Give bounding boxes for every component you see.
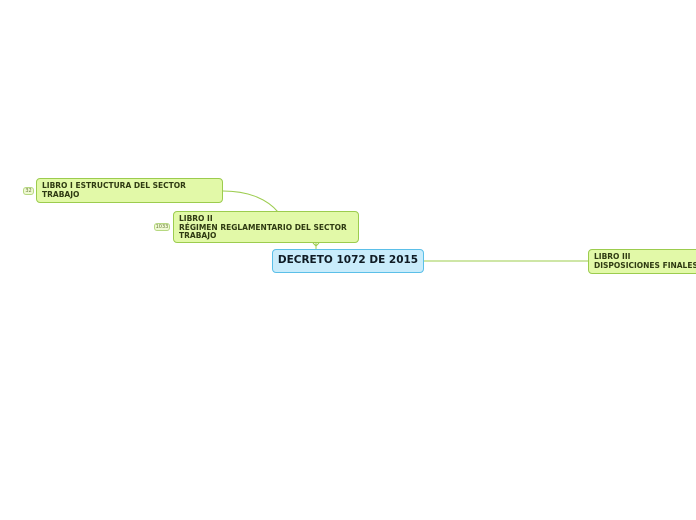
central-topic[interactable]: DECRETO 1072 DE 2015 bbox=[272, 249, 424, 273]
collapse-marker-icon[interactable] bbox=[312, 242, 320, 247]
topic-libro-ii-line-3: TRABAJO bbox=[179, 231, 217, 240]
subtopic-count-badge-libro-i[interactable]: 32 bbox=[23, 187, 34, 195]
topic-libro-iii-line-1: LIBRO III bbox=[594, 252, 631, 261]
topic-libro-ii[interactable]: LIBRO II RÉGIMEN REGLAMENTARIO DEL SECTO… bbox=[173, 211, 359, 243]
topic-libro-ii-line-2: RÉGIMEN REGLAMENTARIO DEL SECTOR bbox=[179, 222, 347, 232]
topic-libro-iii[interactable]: LIBRO III DISPOSICIONES FINALES bbox=[588, 249, 696, 274]
subtopic-count-badge-libro-ii[interactable]: 1033 bbox=[154, 223, 170, 231]
connector-libro-i bbox=[222, 190, 279, 213]
topic-libro-i-line-2: TRABAJO bbox=[42, 189, 80, 199]
topic-libro-i-line-1: LIBRO I ESTRUCTURA DEL SECTOR bbox=[42, 181, 186, 190]
topic-libro-iii-line-2: DISPOSICIONES FINALES bbox=[594, 260, 696, 270]
topic-libro-i[interactable]: LIBRO I ESTRUCTURA DEL SECTOR TRABAJO bbox=[36, 178, 223, 203]
topic-libro-ii-line-1: LIBRO II bbox=[179, 214, 213, 223]
